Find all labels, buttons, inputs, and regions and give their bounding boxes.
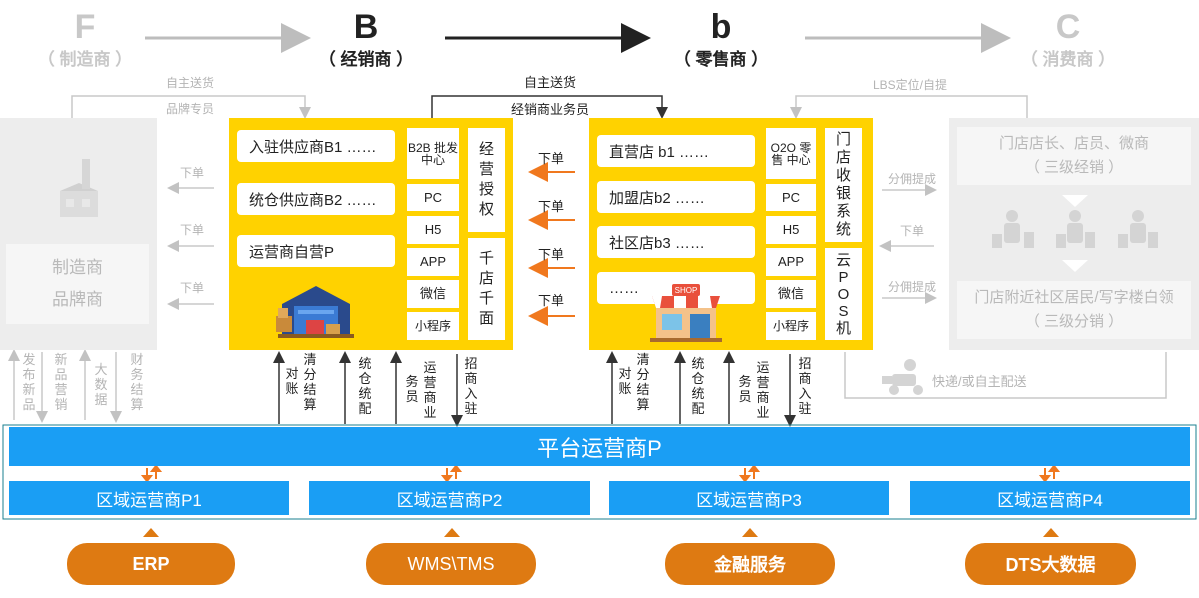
- region-operator-p4: 区域运营商P4: [910, 481, 1190, 515]
- shop-sign: SHOP: [675, 286, 698, 295]
- label-merchant-join-b: 招商入驻: [464, 356, 478, 416]
- store-cashier-system: 门店收银系统: [825, 128, 862, 242]
- label-operator-salesman-b: 务员运营商业: [405, 360, 437, 420]
- distributor-item-b2: 统仓供应商B2 ……: [237, 183, 395, 215]
- order-label-m1: 下单: [537, 151, 564, 166]
- order-label-m3: 下单: [537, 247, 564, 262]
- channel-h5-r: H5: [766, 216, 816, 244]
- channel-pc-b: PC: [407, 184, 459, 211]
- label-operator-salesman-r: 务员运营商业: [738, 360, 770, 420]
- region-operator-p1: 区域运营商P1: [9, 481, 289, 515]
- retailer-item-b3: 社区店b3 ……: [597, 226, 755, 258]
- business-authorization: 经营授权: [468, 128, 505, 232]
- label-self-delivery-b: 自主送货: [523, 75, 576, 90]
- label-delivery: 快递/或自主配送: [932, 374, 1027, 389]
- factory-icon: [56, 155, 102, 225]
- people-icon: [990, 208, 1160, 254]
- manufacturer-box: 制造商 品牌商: [6, 244, 149, 324]
- channel-app-r: APP: [766, 248, 816, 276]
- label-self-delivery-f: 自主送货: [165, 76, 214, 90]
- stage-f-letter: F: [74, 8, 96, 46]
- retailer-item-b1: 直营店 b1 ……: [597, 135, 755, 167]
- platform-operator: 平台运营商P: [9, 427, 1190, 466]
- label-finance-settlement: 财务结算: [130, 352, 144, 412]
- label-commission-1: 分佣提成: [887, 172, 936, 186]
- retailer-item-b2: 加盟店b2 ……: [597, 181, 755, 213]
- channel-pc-r: PC: [766, 184, 816, 211]
- distributor-item-b1: 入驻供应商B1 ……: [237, 130, 395, 162]
- order-label-f3: 下单: [179, 281, 204, 295]
- label-release-new: 发布新品: [22, 352, 36, 412]
- consumer-bottom-line1: 门店附近社区居民/写字楼白领: [974, 289, 1174, 306]
- channel-h5-b: H5: [407, 216, 459, 244]
- label-clearing-r: 对账清分结算: [618, 352, 650, 412]
- stage-r-letter: b: [710, 8, 732, 46]
- thousand-stores: 千店千面: [468, 238, 505, 340]
- label-merchant-join-r: 招商入驻: [798, 356, 812, 416]
- label-lbs-pickup: LBS定位/自提: [872, 78, 948, 92]
- down-triangle-icon-2: [1062, 259, 1088, 272]
- warehouse-icon: [276, 282, 356, 338]
- cloud-pos: 云POS机: [825, 248, 862, 340]
- channel-wechat-r: 微信: [766, 280, 816, 308]
- stage-c-letter: C: [1055, 8, 1081, 46]
- label-clearing-b: 对账清分结算: [285, 352, 317, 412]
- channel-wechat-b: 微信: [407, 280, 459, 308]
- region-operator-p2: 区域运营商P2: [309, 481, 590, 515]
- order-label-f1: 下单: [179, 166, 204, 180]
- manufacturer-line2: 品牌商: [52, 290, 103, 309]
- channel-miniprogram-r: 小程序: [766, 312, 816, 340]
- consumer-top-box: 门店店长、店员、微商 （ 三级经销 ）: [957, 127, 1191, 185]
- channel-o2o: O2O 零售 中心: [766, 128, 816, 179]
- down-triangle-icon-1: [1062, 194, 1088, 207]
- label-brand-specialist: 品牌专员: [165, 102, 214, 116]
- system-finance: 金融服务: [665, 543, 835, 585]
- channel-b2b: B2B 批发 中心: [407, 128, 459, 179]
- stage-r-name: （ 零售商 ）: [673, 50, 769, 69]
- label-big-data: 大数据: [94, 362, 108, 407]
- channel-app-b: APP: [407, 248, 459, 276]
- order-label-m2: 下单: [537, 199, 564, 214]
- stage-f-name: （ 制造商 ）: [37, 50, 133, 69]
- delivery-icon: [882, 358, 928, 396]
- system-erp: ERP: [67, 543, 235, 585]
- label-unified-warehouse-r: 统仓统配: [691, 356, 705, 416]
- region-operator-p3: 区域运营商P3: [609, 481, 889, 515]
- stage-b-letter: B: [353, 8, 379, 46]
- stage-c-name: （ 消费商 ）: [1020, 50, 1116, 69]
- label-order-c: 下单: [899, 224, 924, 238]
- label-unified-warehouse-b: 统仓统配: [358, 356, 372, 416]
- manufacturer-line1: 制造商: [52, 258, 103, 277]
- consumer-top-line1: 门店店长、店员、微商: [998, 135, 1149, 152]
- system-dts-bigdata: DTS大数据: [965, 543, 1136, 585]
- order-label-f2: 下单: [179, 223, 204, 237]
- label-distributor-salesman: 经销商业务员: [510, 102, 589, 117]
- channel-miniprogram-b: 小程序: [407, 312, 459, 340]
- label-commission-2: 分佣提成: [887, 280, 936, 294]
- stage-b-name: （ 经销商 ）: [318, 50, 414, 69]
- system-wms-tms: WMS\TMS: [366, 543, 536, 585]
- label-new-marketing: 新品营销: [54, 352, 68, 412]
- consumer-bottom-box: 门店附近社区居民/写字楼白领 （ 三级分销 ）: [957, 281, 1191, 339]
- consumer-bottom-line2: （ 三级分销 ）: [1024, 313, 1124, 330]
- distributor-item-self: 运营商自营P: [237, 235, 395, 267]
- shop-icon: SHOP: [650, 280, 722, 342]
- consumer-top-line2: （ 三级经销 ）: [1024, 159, 1124, 176]
- order-label-m4: 下单: [537, 293, 564, 308]
